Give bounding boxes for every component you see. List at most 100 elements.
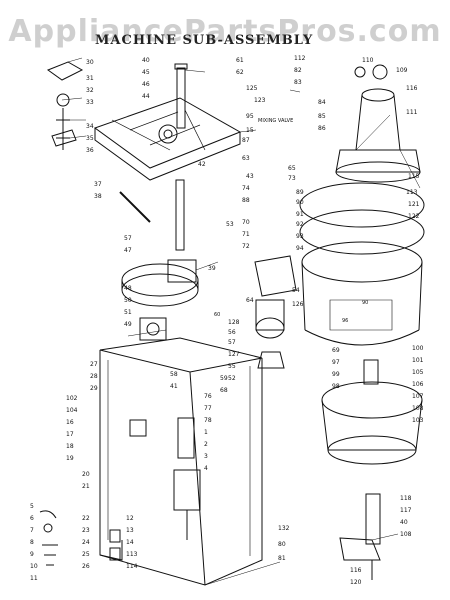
- callout: 23: [82, 527, 90, 534]
- callout: 28: [90, 373, 98, 380]
- callout: 7: [30, 527, 34, 534]
- callout: 80: [278, 541, 286, 548]
- callout: 105: [412, 369, 424, 376]
- callout: 53: [226, 221, 234, 228]
- callout: 100: [412, 345, 424, 352]
- pump-column: [129, 417, 201, 540]
- callout: 31: [86, 75, 94, 82]
- callout: 82: [294, 67, 302, 74]
- callout: 104: [66, 407, 78, 414]
- callout: 56: [228, 329, 236, 336]
- callout: 123: [254, 97, 266, 104]
- left-hardware: [46, 61, 151, 223]
- stamp-label: 96: [342, 318, 348, 324]
- callout: 4: [204, 465, 208, 472]
- callout: 26: [82, 563, 90, 570]
- callout: 13: [126, 527, 134, 534]
- callout: 32: [86, 87, 94, 94]
- wash-basket: [299, 182, 425, 346]
- callout: 17: [66, 431, 74, 438]
- fill-label: 90: [362, 300, 368, 306]
- callout: 22: [82, 515, 90, 522]
- callout: 112: [294, 55, 306, 62]
- callout: 64: [246, 297, 254, 304]
- callout: 61: [236, 57, 244, 64]
- transmission-plate: [93, 97, 242, 181]
- callout: 57: [228, 339, 236, 346]
- callout: 57: [124, 235, 132, 242]
- callout: 125: [246, 85, 258, 92]
- callout: 21: [82, 483, 90, 490]
- callout: 126: [292, 301, 304, 308]
- callout: 76: [204, 393, 212, 400]
- callout: 107: [412, 393, 424, 400]
- callout: 29: [90, 385, 98, 392]
- callout: 41: [170, 383, 178, 390]
- callout: 24: [82, 539, 90, 546]
- drive-gear-assembly: [121, 259, 199, 341]
- callout: 12: [126, 515, 134, 522]
- callout: 9: [30, 551, 34, 558]
- callout: 35: [86, 135, 94, 142]
- callout: 72: [242, 243, 250, 250]
- annotations: MIXING VALVE 60 96 90: [214, 118, 368, 324]
- callout: 109: [396, 67, 408, 74]
- callout: 116: [406, 85, 418, 92]
- callout: 48: [124, 285, 132, 292]
- callout: 108: [400, 531, 412, 538]
- callout: 88: [242, 197, 250, 204]
- callout: 59: [220, 375, 228, 382]
- watermark: AppliancePartsPros.com: [8, 14, 442, 49]
- callout: 45: [142, 69, 150, 76]
- callout: 98: [332, 383, 340, 390]
- callout: 86: [318, 125, 326, 132]
- callout: 113: [406, 189, 418, 196]
- motor: [255, 299, 285, 369]
- callout: 114: [126, 563, 138, 570]
- bottom-left-fasteners: [39, 510, 121, 566]
- callout: 49: [124, 321, 132, 328]
- callout: 44: [142, 93, 150, 100]
- callout: 118: [400, 495, 412, 502]
- callout: 46: [142, 81, 150, 88]
- callout: 11: [30, 575, 38, 582]
- drain-coupling: [339, 493, 381, 580]
- callout: 19: [66, 455, 74, 462]
- callout: 34: [86, 123, 94, 130]
- callout: 5: [30, 503, 34, 510]
- callout: 55: [228, 363, 236, 370]
- callout: 122: [408, 213, 420, 220]
- callout: 33: [86, 99, 94, 106]
- callout-labels: 30 31 32 33 34 35 36 37 38 40 45 46 44 4…: [30, 55, 424, 586]
- callout: 25: [82, 551, 90, 558]
- callout: 2: [204, 441, 208, 448]
- callout: 14: [126, 539, 134, 546]
- callout: 127: [228, 351, 240, 358]
- callout: 58: [170, 371, 178, 378]
- callout: 50: [124, 297, 132, 304]
- callout: 18: [66, 443, 74, 450]
- callout: 117: [400, 507, 412, 514]
- mixing-valve-label: MIXING VALVE: [258, 118, 293, 124]
- callout: 52: [228, 375, 236, 382]
- callout: 40: [400, 519, 408, 526]
- callout: 78: [204, 417, 212, 424]
- callout: 54: [292, 287, 300, 294]
- callout: 84: [318, 99, 326, 106]
- callout: 36: [86, 147, 94, 154]
- callout: 62: [236, 69, 244, 76]
- callout: 115: [408, 173, 420, 180]
- callout: 10: [30, 563, 38, 570]
- callout: 73: [288, 175, 296, 182]
- callout: 89: [296, 189, 304, 196]
- callout: 121: [408, 201, 420, 208]
- callout: 3: [204, 453, 208, 460]
- agitator: [335, 64, 421, 183]
- callout: 93: [296, 233, 304, 240]
- callout: 91: [296, 211, 304, 218]
- callout: 101: [412, 357, 424, 364]
- callout: 70: [242, 219, 250, 226]
- callout: 8: [30, 539, 34, 546]
